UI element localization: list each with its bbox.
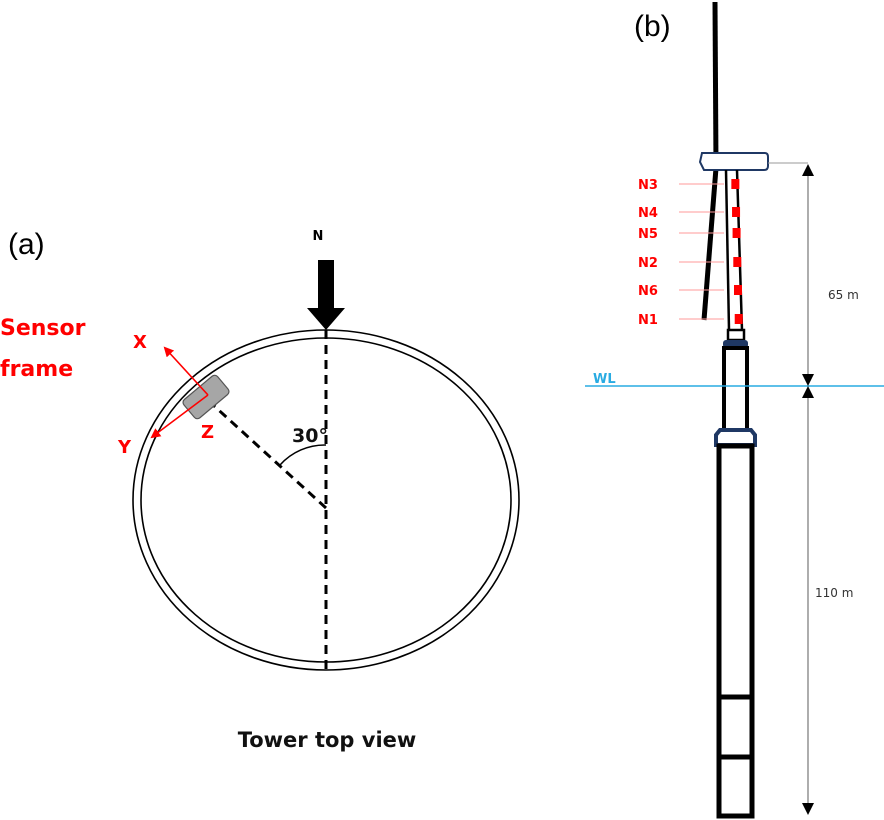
node-label: N5	[638, 227, 658, 242]
node-label: N4	[638, 206, 658, 221]
sensor-node-n5: N5	[638, 227, 741, 242]
y-axis-arrow-icon	[150, 394, 209, 439]
panel-a: (a) N 30° X Y Z Sensor frame Towe	[0, 228, 520, 752]
sensor-node-n3: N3	[638, 178, 740, 193]
node-label: N6	[638, 284, 658, 299]
angle-arc	[279, 444, 327, 466]
sensor-node-n2: N2	[638, 256, 742, 271]
panel-b-label: (b)	[634, 10, 671, 43]
upper-tower	[724, 169, 744, 331]
rotor-blade-upper	[712, 1, 719, 169]
y-axis-label: Y	[117, 437, 132, 458]
monopile	[716, 443, 755, 819]
node-marker	[734, 285, 742, 295]
lower-dimension-label: 110 m	[815, 586, 853, 600]
transition-piece	[722, 346, 749, 432]
sensor-node-n1: N1	[638, 313, 743, 328]
grouted-connection	[714, 428, 757, 447]
sensor-node-n4: N4	[638, 206, 741, 221]
tower-top-view-caption: Tower top view	[238, 728, 417, 752]
north-label: N	[313, 229, 324, 244]
sensor-node-n6: N6	[638, 284, 742, 299]
water-level-label: WL	[593, 372, 616, 387]
tower-flange	[726, 328, 746, 342]
angle-label: 30°	[292, 425, 328, 447]
x-axis-label: X	[133, 332, 147, 353]
sensor-frame-label-line1: Sensor	[0, 316, 86, 341]
node-marker	[732, 207, 741, 217]
z-axis-label: Z	[201, 422, 214, 443]
upper-dimension-label: 65 m	[828, 288, 859, 302]
x-axis-arrow-icon	[163, 346, 209, 396]
node-marker	[731, 179, 740, 189]
panel-a-label: (a)	[8, 228, 45, 261]
node-label: N1	[638, 313, 658, 328]
north-arrow-icon	[307, 260, 345, 330]
node-marker	[734, 314, 743, 324]
sensor-frame-label-line2: frame	[0, 357, 73, 382]
sensor-radius-line	[210, 402, 328, 510]
node-marker	[733, 257, 742, 267]
node-label: N3	[638, 178, 658, 193]
node-marker	[732, 228, 741, 238]
nacelle	[698, 152, 769, 171]
lower-dimension-arrow	[802, 386, 814, 815]
node-label: N2	[638, 256, 658, 271]
rotor-blade-lower	[701, 167, 719, 321]
upper-dimension-arrow	[802, 164, 814, 386]
